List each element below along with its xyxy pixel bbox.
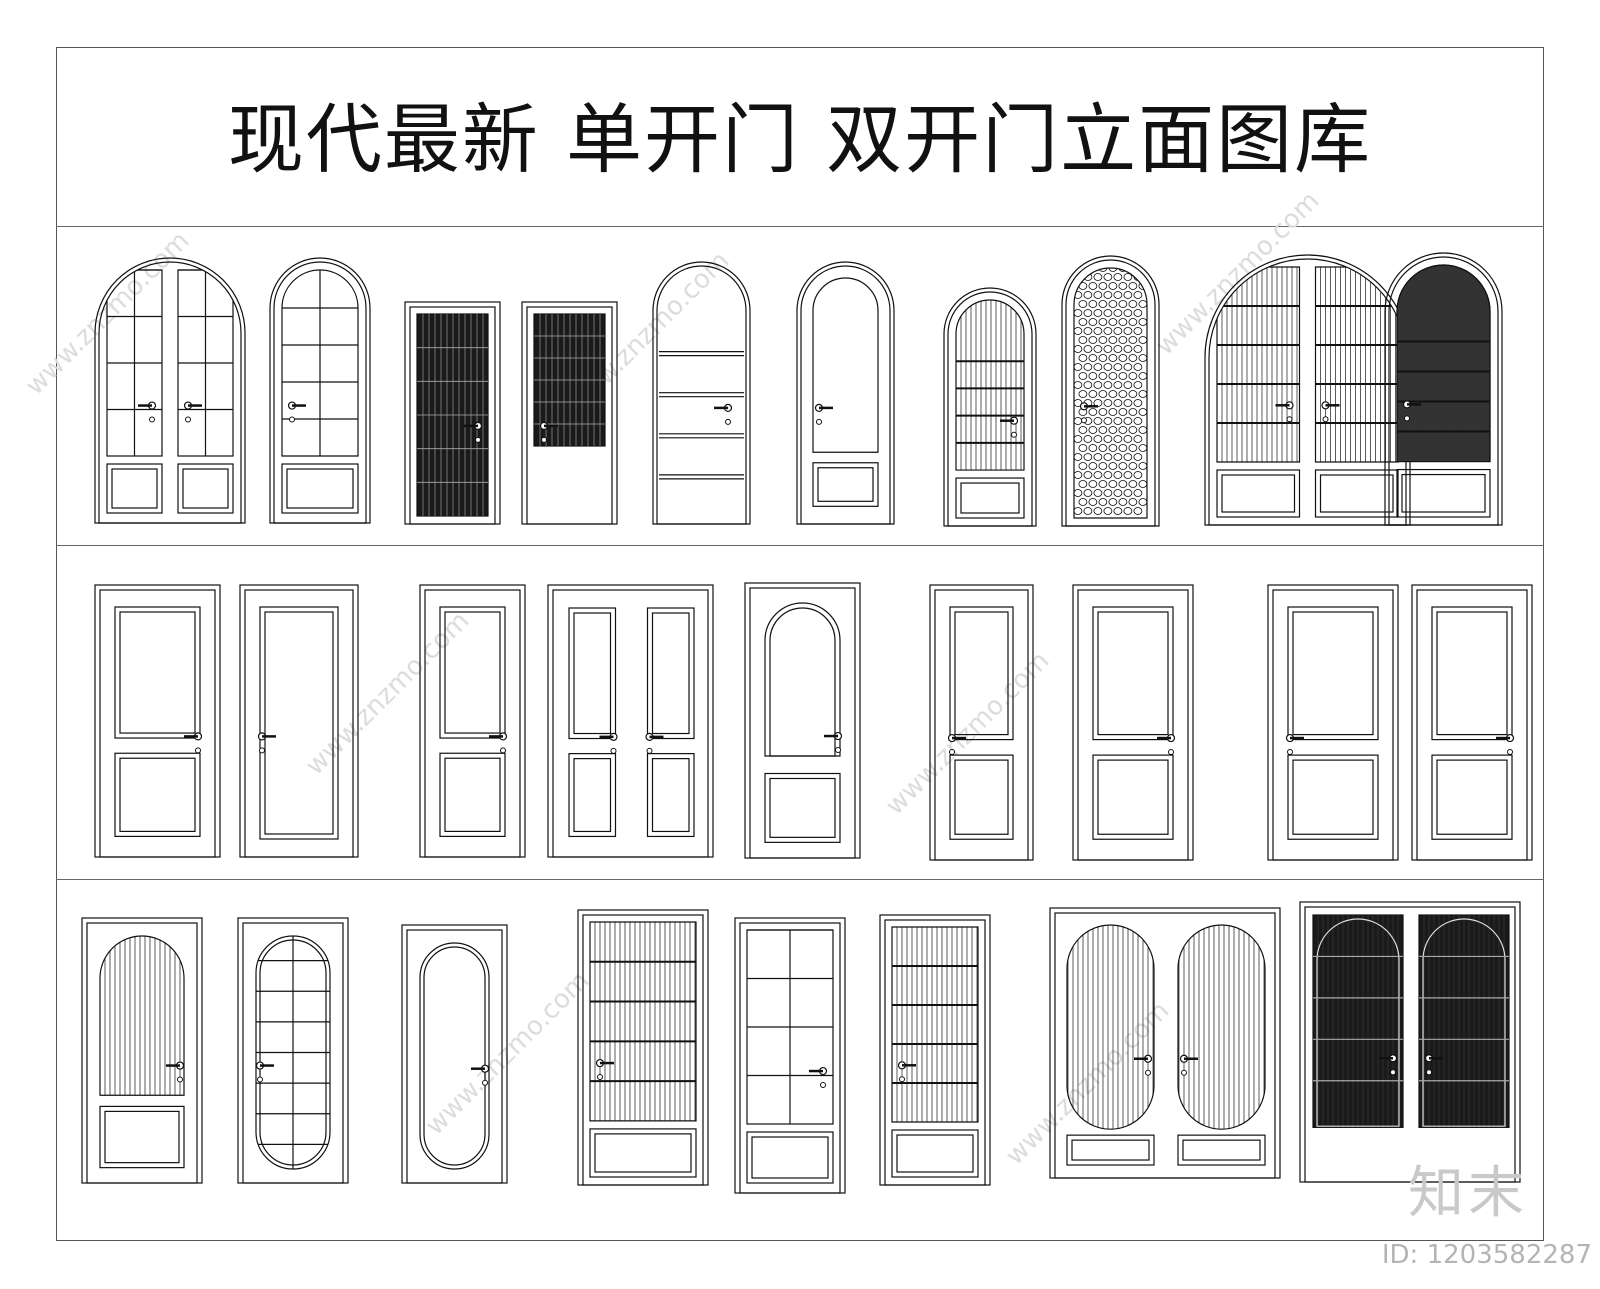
logo-watermark: 知末 [1408, 1161, 1528, 1226]
door-2-2 [239, 584, 359, 858]
door-2-3 [419, 584, 526, 858]
door-1-4 [521, 301, 618, 525]
door-3-8 [1299, 901, 1521, 1183]
door-3-1 [81, 917, 203, 1184]
id-watermark: ID: 1203582287 [1381, 1240, 1592, 1270]
divider-line [56, 226, 1544, 227]
door-1-8 [1061, 255, 1160, 527]
door-2-9 [1411, 584, 1533, 861]
door-2-4 [547, 584, 714, 858]
door-2-1 [94, 584, 221, 858]
door-1-10 [1384, 252, 1503, 526]
door-3-3 [401, 924, 508, 1184]
door-1-9 [1204, 254, 1411, 526]
door-2-6 [929, 584, 1034, 861]
divider-line [56, 545, 1544, 546]
door-1-5 [652, 261, 751, 525]
door-3-4 [577, 909, 709, 1186]
door-3-7 [1049, 907, 1281, 1179]
door-1-3 [404, 301, 501, 525]
door-3-2 [237, 917, 349, 1184]
door-2-7 [1072, 584, 1194, 861]
door-1-1 [94, 257, 246, 524]
drawing-frame [56, 47, 1544, 1241]
door-3-5 [734, 917, 846, 1194]
door-2-5 [744, 582, 861, 859]
door-1-7 [943, 287, 1037, 527]
page-title: 现代最新 单开门 双开门立面图库 [227, 95, 1373, 184]
divider-line [56, 879, 1544, 880]
door-1-6 [796, 261, 895, 525]
door-3-6 [879, 914, 991, 1186]
door-1-2 [269, 257, 371, 524]
door-2-8 [1267, 584, 1399, 861]
